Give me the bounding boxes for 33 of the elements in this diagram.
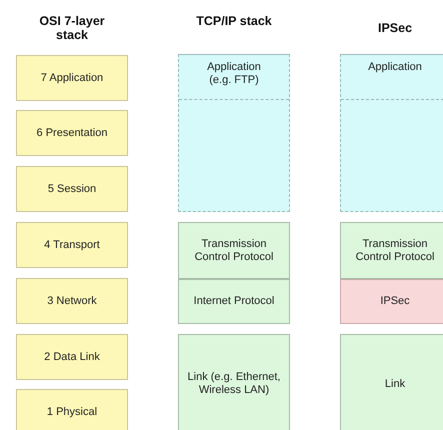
layer-label: Transmission Control Protocol <box>354 238 436 264</box>
layer-box <box>178 54 290 212</box>
layer-label: Application <box>368 61 422 74</box>
layer-box <box>16 110 128 156</box>
layer-label: 5 Session <box>48 182 96 196</box>
layer-label: Internet Protocol <box>194 295 274 308</box>
column-heading: TCP/IP stack <box>195 14 273 28</box>
layer-label: 2 Data Link <box>44 350 100 364</box>
column-heading: OSI 7-layer stack <box>38 14 106 42</box>
layer-label: IPSec <box>380 295 410 308</box>
layer-label: Link (e.g. Ethernet, Wireless LAN) <box>186 371 282 397</box>
layer-label: Link <box>384 378 406 390</box>
layer-label: 7 Application <box>40 72 104 84</box>
layer-box <box>178 222 290 279</box>
layer-box <box>340 279 443 324</box>
layer-box <box>340 334 443 430</box>
layer-label: 1 Physical <box>46 406 98 418</box>
layer-box <box>16 55 128 101</box>
layer-box <box>178 279 290 324</box>
column-heading: IPSec <box>376 21 414 35</box>
layer-label: Application (e.g. FTP) <box>206 61 262 87</box>
layer-box <box>16 166 128 212</box>
layer-box <box>178 334 290 430</box>
layer-box <box>16 334 128 380</box>
layer-label: 3 Network <box>47 294 97 308</box>
layer-label: 4 Transport <box>44 238 100 252</box>
layer-box <box>340 222 443 279</box>
layer-box <box>16 389 128 430</box>
layer-box <box>16 278 128 324</box>
layer-label: 6 Presentation <box>36 126 108 140</box>
layer-label: Transmission Control Protocol <box>194 238 274 264</box>
layer-box <box>340 54 443 212</box>
layer-box <box>16 222 128 268</box>
